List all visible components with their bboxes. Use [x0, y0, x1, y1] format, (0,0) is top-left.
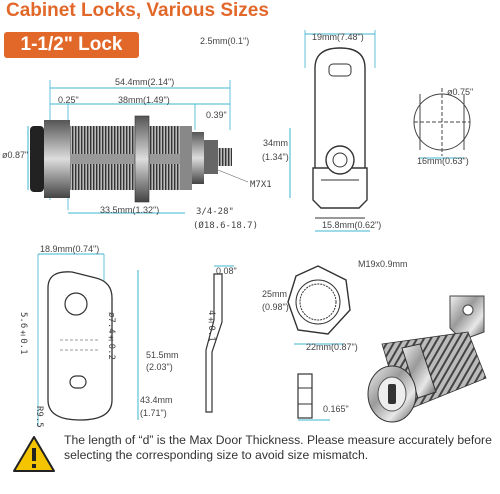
thread-spec-label: M7X1: [250, 180, 272, 190]
cam-hole-side-label: 5.6±0.1: [18, 312, 28, 355]
nut-side-diagram: [297, 373, 330, 421]
side-view-diagram: [27, 80, 249, 214]
mounting-hole-diagram: [413, 88, 471, 159]
cam-width-label: 18.9mm(0.74"): [40, 244, 100, 254]
flange-thickness-label: 2.5mm(0.1"): [200, 36, 250, 46]
cam-profile-diagram: [205, 265, 234, 413]
cam-end-radius-label: R9.5: [34, 406, 44, 428]
cam-slot-in-label: (1.71"): [140, 408, 167, 418]
nut-width-in-label: (0.98"): [262, 302, 289, 312]
nut-thread-label: 3/4-28": [196, 207, 234, 217]
cam-diagram: [37, 253, 139, 426]
nut-spec-label: M19x0.9mm: [358, 259, 408, 269]
total-length-label: 54.4mm(2.14"): [115, 77, 175, 87]
front-height-mm-label: 34mm: [263, 138, 289, 148]
page-title: Cabinet Locks, Various Sizes: [6, 0, 269, 21]
lock-photo: [367, 295, 487, 423]
thread-length-label: 33.5mm(1.32"): [100, 205, 160, 215]
hole-diameter-label: ø0.75": [447, 87, 474, 97]
front-height-in-label: (1.34"): [262, 152, 289, 162]
cam-bend-label: 4±0.1: [206, 310, 216, 342]
front-width-label: 19mm(7.48"): [312, 32, 364, 42]
front-view-diagram: [289, 30, 376, 232]
nut-thread-range-label: (Ø18.6-18.7): [193, 221, 259, 231]
front-face-label: 15.8mm(0.62"): [322, 220, 382, 230]
cam-slot-mm-label: 43.4mm: [140, 395, 173, 405]
body-length-label: 38mm(1.49"): [118, 95, 170, 105]
door-thickness-notice: The length of “d” is the Max Door Thickn…: [64, 433, 492, 462]
nut-across-label: 22mm(0.87"): [306, 342, 358, 352]
warning-icon: [13, 436, 55, 472]
head-offset-label: 0.25": [58, 95, 79, 105]
head-diameter-label: ø0.87": [2, 150, 29, 160]
nut-diagram: [287, 265, 351, 345]
cam-thickness-label: 0.08": [216, 266, 237, 276]
cam-length-in-label: (2.03"): [146, 362, 173, 372]
hole-flat-label: 16mm(0.63"): [417, 156, 469, 166]
size-badge: 1-1/2" Lock: [4, 32, 139, 58]
cam-length-mm-label: 51.5mm: [146, 350, 179, 360]
nut-thickness-label: 0.165": [323, 404, 349, 414]
thread-tip-label: 0.39": [206, 110, 227, 120]
nut-width-mm-label: 25mm: [262, 289, 288, 299]
cam-hole-dia-label: ø7.4±0.2: [106, 312, 116, 360]
